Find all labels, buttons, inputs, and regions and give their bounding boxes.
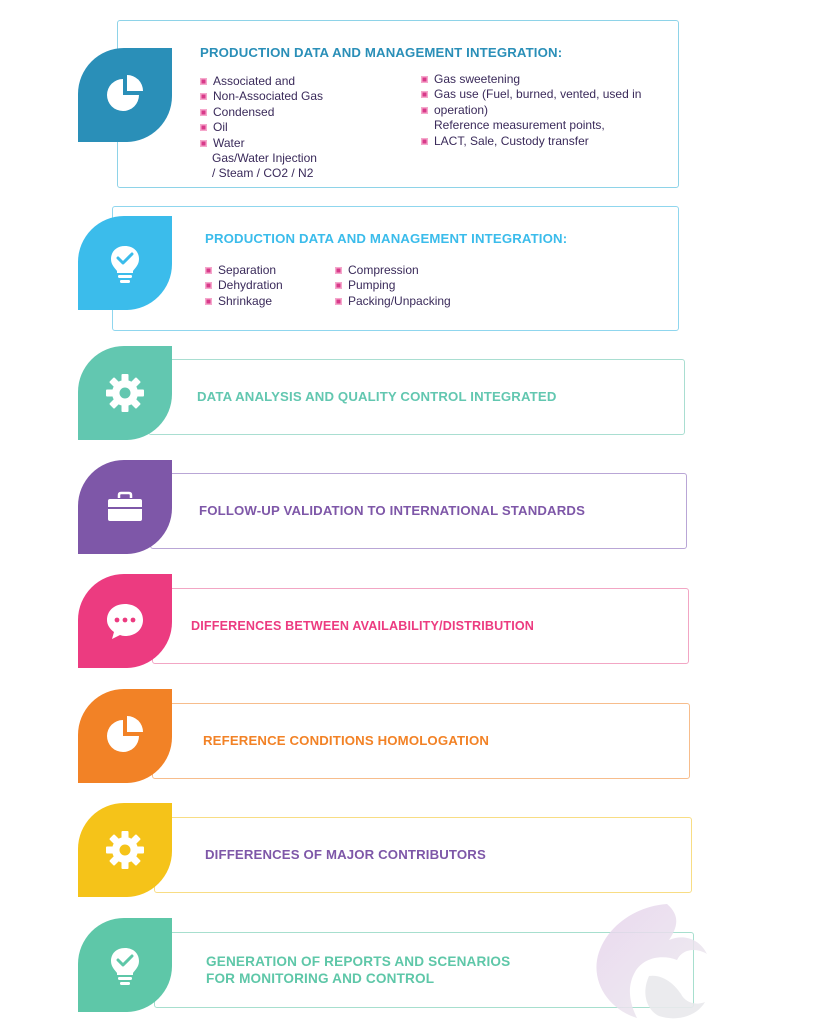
block-data-analysis: DATA ANALYSIS AND QUALITY CONTROL INTEGR… bbox=[148, 359, 685, 435]
gear-icon bbox=[106, 831, 144, 869]
pie-chart-icon bbox=[107, 75, 143, 111]
block-title: PRODUCTION DATA AND MANAGEMENT INTEGRATI… bbox=[200, 45, 563, 60]
gear-icon bbox=[106, 374, 144, 412]
list-item: Gas use (Fuel, burned, vented, used in bbox=[421, 87, 641, 102]
list-item: Packing/Unpacking bbox=[335, 294, 451, 309]
block-5-icon-tab bbox=[78, 574, 172, 668]
list-left: Separation Dehydration Shrinkage bbox=[205, 263, 283, 309]
list-right: Gas sweetening Gas use (Fuel, burned, ve… bbox=[421, 72, 641, 149]
list-item: Compression bbox=[335, 263, 451, 278]
block-follow-up-validation: FOLLOW-UP VALIDATION TO INTERNATIONAL ST… bbox=[150, 473, 687, 549]
list-item: Condensed bbox=[200, 105, 323, 120]
block-title-line: FOR MONITORING AND CONTROL bbox=[206, 971, 435, 986]
list-item: Gas/Water Injection bbox=[212, 151, 317, 166]
block-title: DATA ANALYSIS AND QUALITY CONTROL INTEGR… bbox=[197, 389, 557, 404]
list-item: operation) bbox=[421, 103, 641, 118]
list-item: / Steam / CO2 / N2 bbox=[212, 166, 314, 181]
list-item: Pumping bbox=[335, 278, 451, 293]
briefcase-icon bbox=[108, 491, 142, 521]
list-item: Associated and bbox=[200, 74, 323, 89]
block-4-icon-tab bbox=[78, 460, 172, 554]
block-title: PRODUCTION DATA AND MANAGEMENT INTEGRATI… bbox=[205, 231, 568, 246]
lightbulb-icon bbox=[111, 246, 139, 283]
list-item: Reference measurement points, bbox=[434, 118, 605, 133]
block-3-icon-tab bbox=[78, 346, 172, 440]
block-production-data-2: PRODUCTION DATA AND MANAGEMENT INTEGRATI… bbox=[112, 206, 679, 331]
list-left: Associated and Non-Associated Gas Conden… bbox=[200, 74, 323, 182]
block-6-icon-tab bbox=[78, 689, 172, 783]
bird-logo-watermark bbox=[596, 904, 707, 1019]
list-item: Non-Associated Gas bbox=[200, 89, 323, 104]
block-title: DIFFERENCES OF MAJOR CONTRIBUTORS bbox=[205, 847, 486, 862]
block-8-icon-tab bbox=[78, 918, 172, 1012]
block-production-data-1: PRODUCTION DATA AND MANAGEMENT INTEGRATI… bbox=[117, 20, 679, 188]
block-title: REFERENCE CONDITIONS HOMOLOGATION bbox=[203, 733, 490, 748]
lightbulb-icon bbox=[111, 948, 139, 985]
list-item: Shrinkage bbox=[205, 294, 283, 309]
list-item: Dehydration bbox=[205, 278, 283, 293]
block-title: GENERATION OF REPORTS AND SCENARIOS FOR … bbox=[206, 953, 510, 987]
list-item: Water bbox=[200, 136, 323, 151]
block-1-icon-tab bbox=[78, 48, 172, 142]
block-differences-availability: DIFFERENCES BETWEEN AVAILABILITY/DISTRIB… bbox=[152, 588, 689, 664]
block-title: FOLLOW-UP VALIDATION TO INTERNATIONAL ST… bbox=[199, 503, 586, 518]
chat-bubble-icon bbox=[107, 604, 143, 639]
list-item: Gas sweetening bbox=[421, 72, 641, 87]
list-right: Compression Pumping Packing/Unpacking bbox=[335, 263, 451, 309]
block-title: DIFFERENCES BETWEEN AVAILABILITY/DISTRIB… bbox=[191, 619, 535, 633]
list-item: Separation bbox=[205, 263, 283, 278]
list-item: Oil bbox=[200, 120, 323, 135]
list-item: LACT, Sale, Custody transfer bbox=[421, 134, 641, 149]
block-title-line: GENERATION OF REPORTS AND SCENARIOS bbox=[206, 954, 511, 969]
block-2-icon-tab bbox=[78, 216, 172, 310]
block-differences-contributors: DIFFERENCES OF MAJOR CONTRIBUTORS bbox=[154, 817, 692, 893]
pie-chart-icon bbox=[107, 716, 143, 752]
block-7-icon-tab bbox=[78, 803, 172, 897]
block-reference-conditions: REFERENCE CONDITIONS HOMOLOGATION bbox=[152, 703, 690, 779]
